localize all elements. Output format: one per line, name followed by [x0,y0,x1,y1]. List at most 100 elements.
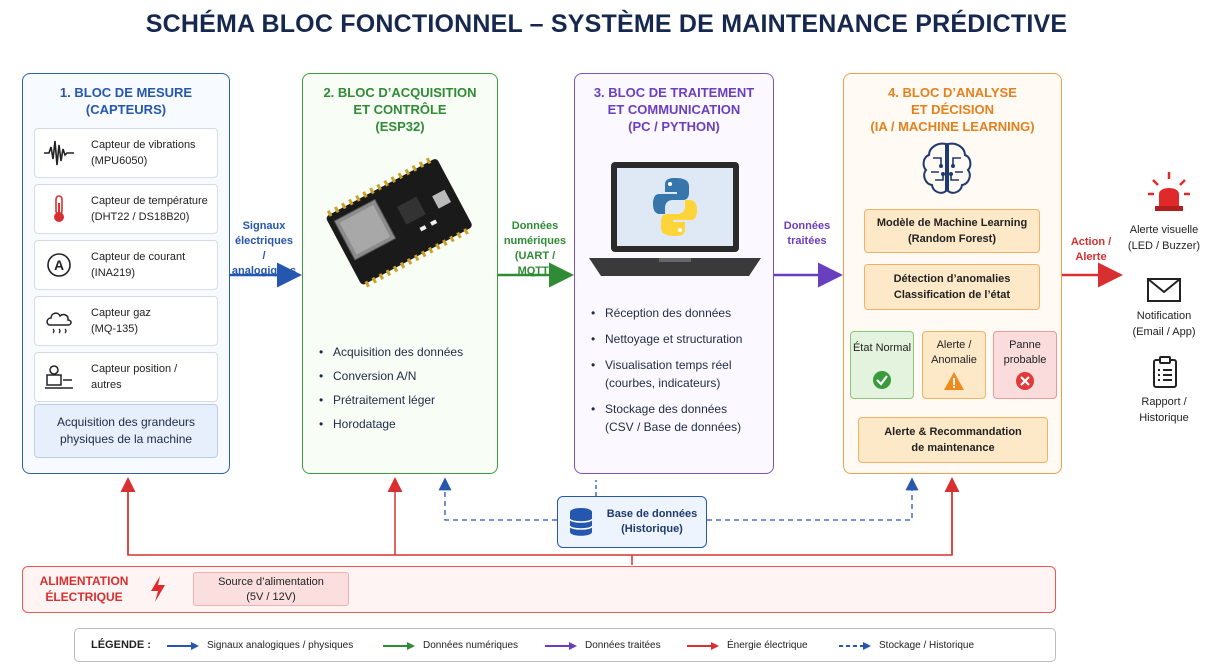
recommendation-box: Alerte & Recommandation de maintenance [858,417,1048,463]
connector-line: Données [783,220,831,232]
legend-arrow-storage [839,642,871,650]
box-line: Modèle de Machine Learning [876,217,1028,229]
list-item: •Visualisation temps réel(courbes, indic… [591,356,742,392]
list-item: •Réception des données [591,304,742,322]
sensor-model: autres [91,379,122,391]
heading-line: (CAPTEURS) [85,102,167,117]
sensor-name: Capteur de courant [91,251,186,263]
state-label: probable [1003,354,1047,366]
heading-line: 2. BLOC D’ACQUISITION [323,85,477,100]
power-line [127,480,953,556]
clipboard-icon [1153,356,1177,388]
legend-arrow-analog [167,642,199,650]
sensor-name: Capteur gaz [91,307,151,319]
sensor-model: (DHT22 / DS18B20) [91,211,190,223]
output-line: (LED / Buzzer) [1127,240,1201,252]
output-line: Notification [1136,310,1192,322]
anomaly-detection-box: Détection d’anomalies Classification de … [864,264,1040,310]
block-analysis: 4. BLOC D’ANALYSE ET DÉCISION (IA / MACH… [843,73,1062,474]
legend-label: Données traitées [585,640,661,651]
storage-line-left [438,477,557,521]
envelope-icon [1147,278,1181,302]
warning-triangle-icon [944,372,964,390]
processing-bullets: •Réception des données •Nettoyage et str… [591,304,742,436]
sensor-position: Capteur position / autres [34,352,218,402]
power-source-line: Source d’alimentation [218,576,324,588]
power-title-line: ÉLECTRIQUE [45,590,123,604]
database-line: Base de données [606,508,698,520]
list-item-text: Réception des données [605,306,732,320]
heading-line: (ESP32) [375,119,425,134]
state-label: Anomalie [931,354,977,366]
legend-title: LÉGENDE : [91,639,151,651]
vibration-icon [44,140,74,166]
summary-line: Acquisition des grandeurs [56,415,196,429]
box-line: Alerte & Recommandation [884,426,1022,438]
connector-label-processed: Données traitées [774,219,840,249]
list-item: Acquisition des données [319,340,463,364]
state-label: Alerte / [936,339,972,351]
sensor-vibration: Capteur de vibrations (MPU6050) [34,128,218,178]
lightning-icon [151,576,165,602]
connector-line: Action / [1070,236,1112,248]
connector-line: (UART / MQTT) [514,250,556,277]
gas-cloud-icon [46,312,72,334]
list-item: Prétraitement léger [319,388,463,412]
sensor-temperature: Capteur de température (DHT22 / DS18B20) [34,184,218,234]
power-source-box: Source d’alimentation (5V / 12V) [193,572,349,606]
state-alert: Alerte / Anomalie [922,331,986,399]
connector-line: traitées [787,235,827,247]
connector-line: Alerte [1075,251,1107,263]
ammeter-icon: A [47,253,71,277]
block-acquisition-heading: 2. BLOC D’ACQUISITION ET CONTRÔLE (ESP32… [303,84,497,135]
sensor-model: (INA219) [91,267,136,279]
connector-line: électriques [234,235,294,247]
measurement-summary: Acquisition des grandeurs physiques de l… [34,404,218,458]
state-label: État Normal [852,342,912,354]
legend-label: Stockage / Historique [879,640,975,651]
thermometer-icon [54,195,64,222]
power-source-line: (5V / 12V) [246,591,296,603]
output-report: Rapport / Historique [1118,394,1210,426]
sensor-name: Capteur position / [91,363,178,375]
position-sensor-icon [45,365,73,389]
list-item-text: (courbes, indicateurs) [605,376,721,390]
list-item-text: Stockage des données [605,402,728,416]
list-item-text: Visualisation temps réel [605,358,732,372]
ml-model-box: Modèle de Machine Learning (Random Fores… [864,209,1040,253]
state-label: Panne [1009,339,1041,351]
database-icon [569,508,593,536]
legend-arrow-processed [545,642,577,650]
database-label: Base de données (Historique) [600,507,704,537]
block-processing-heading: 3. BLOC DE TRAITEMENT ET COMMUNICATION (… [575,84,773,135]
list-item: Horodatage [319,412,463,436]
connector-label-signals: Signaux électriques / analogiques [230,219,298,279]
svg-text:A: A [54,257,64,273]
x-circle-icon [1016,372,1034,390]
check-circle-icon [873,371,891,389]
connector-line: / analogiques [231,250,297,277]
legend: LÉGENDE : Signaux analogiques / physique… [74,628,1056,662]
block-measurement-heading: 1. BLOC DE MESURE (CAPTEURS) [23,84,229,118]
output-notification: Notification (Email / App) [1118,308,1210,340]
sensor-name: Capteur de vibrations [91,139,196,151]
list-item-text: (CSV / Base de données) [605,420,742,434]
summary-line: physiques de la machine [59,432,193,446]
list-item: Conversion A/N [319,364,463,388]
siren-icon [1148,172,1190,211]
output-visual-alert: Alerte visuelle (LED / Buzzer) [1118,222,1210,254]
database-line: (Historique) [621,523,683,535]
output-line: (Email / App) [1132,326,1196,338]
database-box: Base de données (Historique) [557,496,707,548]
output-line: Historique [1139,412,1189,424]
heading-line: 1. BLOC DE MESURE [59,85,193,100]
state-failure: Panne probable [993,331,1057,399]
sensor-model: (MQ-135) [91,323,139,335]
list-item: •Nettoyage et structuration [591,332,743,346]
heading-line: (PC / PYTHON) [628,119,720,134]
connector-label-digital: Données numériques (UART / MQTT) [498,219,572,279]
connector-line: numériques [503,235,567,247]
output-line: Rapport / [1141,396,1187,408]
sensor-current: A Capteur de courant (INA219) [34,240,218,290]
